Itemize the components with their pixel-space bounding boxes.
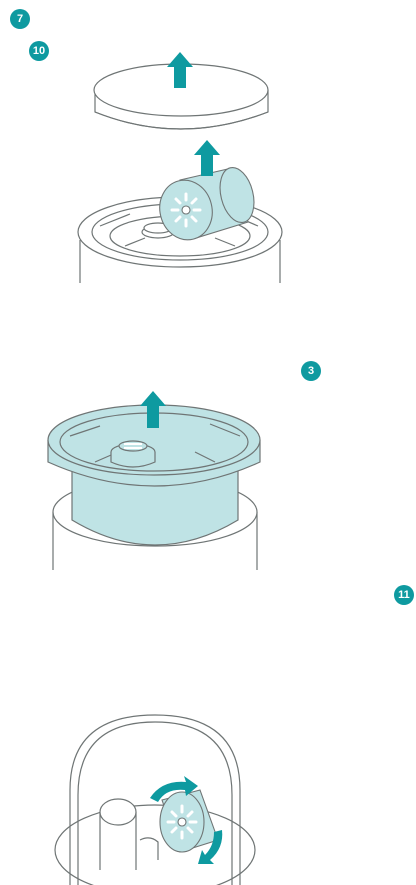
filter-cartridge bbox=[160, 790, 218, 852]
